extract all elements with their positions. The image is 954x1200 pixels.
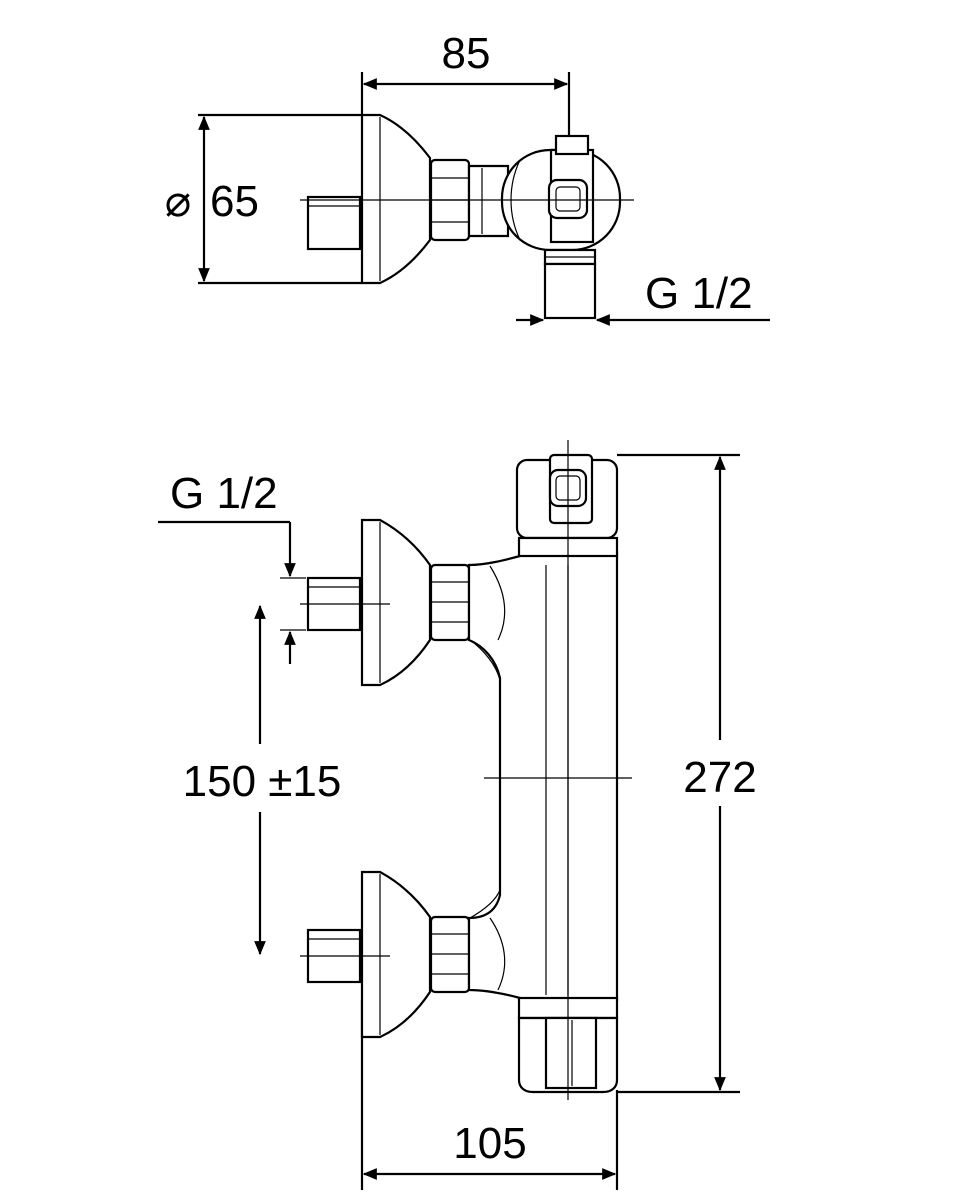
top-outlet-nipple (543, 262, 597, 320)
diameter-symbol: ⌀ (165, 177, 192, 226)
dim-272-text: 272 (683, 753, 756, 802)
top-inlet-nipple (306, 195, 362, 251)
lower-rosette (360, 870, 432, 1039)
top-rosette (360, 113, 432, 285)
top-knob-square (547, 178, 589, 220)
upper-rosette (360, 518, 432, 687)
dim-thread-top-text: G 1/2 (645, 269, 753, 318)
dim-thread-front-text: G 1/2 (170, 469, 278, 518)
dim-105-text: 105 (453, 1119, 526, 1168)
dim-85-text: 85 (442, 29, 491, 78)
mixer-body (467, 550, 619, 1002)
dim-65-text: 65 (210, 177, 259, 226)
top-view: 85 ⌀ 65 G 1/2 (165, 29, 770, 326)
front-view: G 1/2 150 ±15 272 105 (158, 440, 772, 1190)
dim-150-text: 150 ±15 (183, 757, 342, 806)
